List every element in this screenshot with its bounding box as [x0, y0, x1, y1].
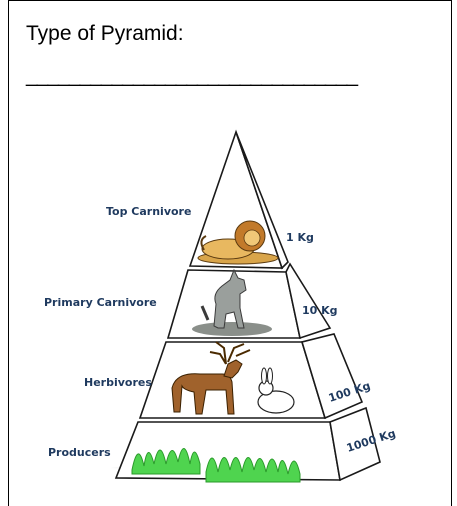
mass-label-primary-carnivore: 10 Kg [302, 304, 338, 317]
level-label-top-carnivore: Top Carnivore [106, 205, 191, 218]
mass-label-top-carnivore: 1 Kg [286, 231, 314, 244]
level-label-primary-carnivore: Primary Carnivore [44, 296, 157, 309]
level-label-producers: Producers [48, 446, 111, 459]
level-label-herbivores: Herbivores [84, 376, 152, 389]
